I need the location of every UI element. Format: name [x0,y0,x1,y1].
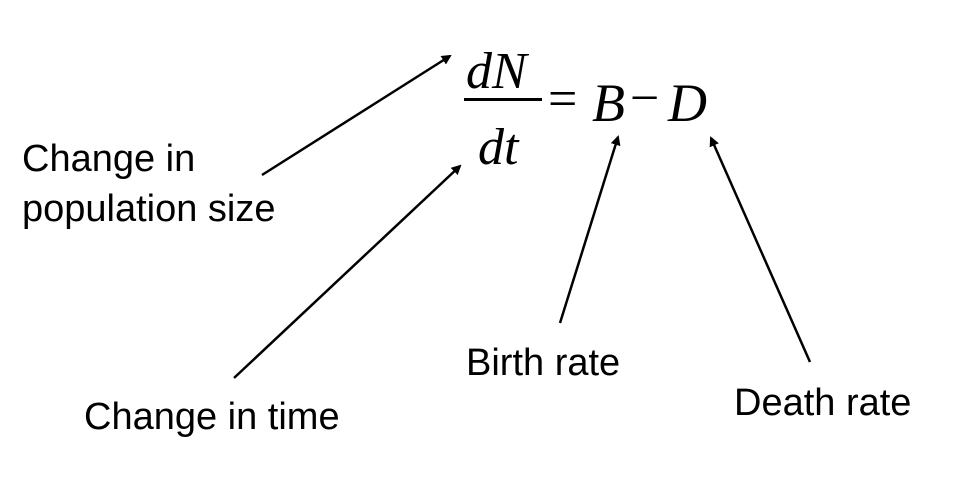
label-population-change-line-1: Change in [22,138,196,180]
equation-equals: = [548,71,578,128]
label-population-change-line-2: population size [22,188,276,230]
fraction-bar [464,98,542,101]
label-population-change: Change in population size [22,134,276,234]
equation-death-term: D [668,73,707,133]
arrow-to-dn [261,54,452,177]
equation-denominator: dt [478,119,519,176]
arrow-to-dt [233,164,462,379]
equation-minus: − [630,70,660,127]
equation-numerator: dN [466,43,527,100]
arrow-to-b [558,135,621,324]
label-death-rate: Death rate [734,382,912,424]
equation-birth-term: B [592,73,625,133]
label-time-change: Change in time [84,396,340,438]
label-birth-rate: Birth rate [466,342,621,384]
arrow-to-d [709,136,812,363]
